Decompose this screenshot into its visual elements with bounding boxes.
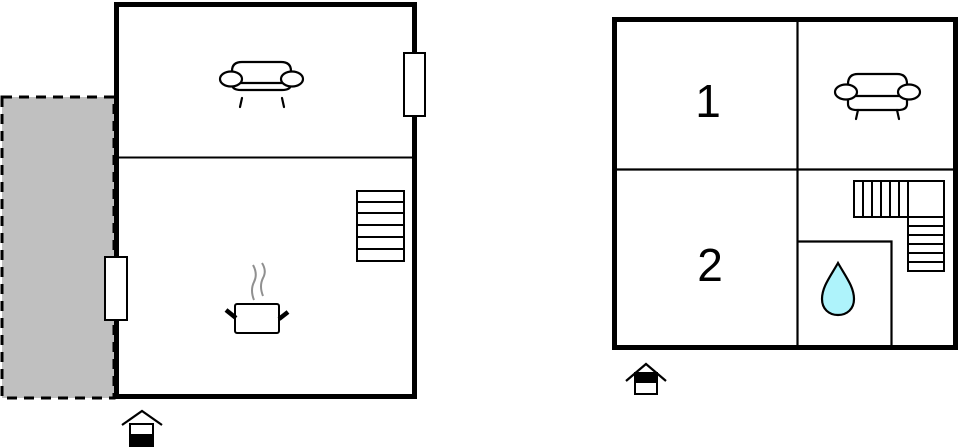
staircase-icon: [356, 190, 405, 262]
ground-floor-plan: [0, 2, 426, 447]
window-left: [104, 256, 128, 321]
l-shaped-staircase-icon: [853, 180, 945, 272]
sofa-icon: [833, 72, 922, 121]
entrance-icon: [625, 362, 667, 395]
upper-floor-plan: 1 2: [612, 17, 958, 395]
bathroom-wall: [797, 240, 893, 347]
room-label-bedroom-2: 2: [697, 239, 723, 291]
water-drop-icon: [820, 260, 856, 317]
terrace: [0, 95, 116, 400]
sofa-icon: [218, 60, 305, 109]
cooking-pot-icon: [224, 262, 290, 334]
entrance-icon: [121, 409, 163, 447]
window-right: [403, 52, 426, 117]
room-label-bedroom-1: 1: [695, 75, 721, 127]
